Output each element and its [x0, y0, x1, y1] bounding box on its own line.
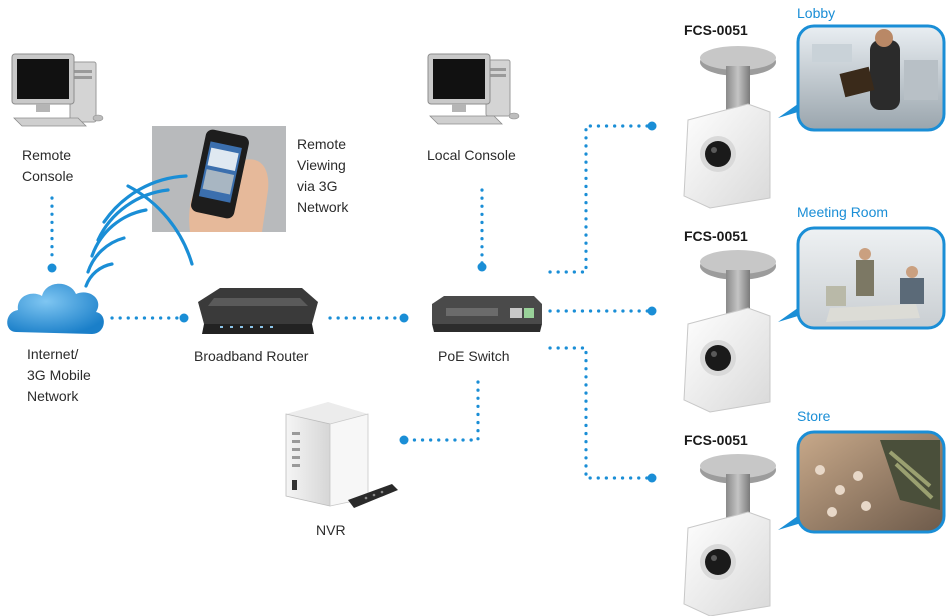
remote-console-label: Remote Console — [22, 147, 74, 184]
poe-switch-icon — [432, 296, 542, 332]
camera-2-location-label: Meeting Room — [797, 204, 889, 220]
meeting-room-preview-image — [778, 226, 946, 330]
link-switch-camera-1 — [548, 124, 654, 274]
camera-3-location-label: Store — [797, 408, 831, 424]
remote-console-computer-icon — [11, 53, 104, 127]
broadband-router-label: Broadband Router — [194, 348, 309, 364]
wireless-signal-icon — [84, 174, 194, 288]
nvr-label: NVR — [316, 522, 346, 538]
camera-1-location-label: Lobby — [797, 5, 836, 21]
camera-2-icon — [683, 250, 776, 413]
nvr-icon — [285, 402, 398, 508]
camera-1-icon — [683, 46, 776, 209]
camera-2-model-label: FCS-0051 — [684, 228, 748, 244]
camera-1-model-label: FCS-0051 — [684, 22, 748, 38]
connection-endpoints — [47, 121, 657, 483]
internet-cloud-icon — [7, 283, 104, 334]
local-console-label: Local Console — [427, 147, 516, 163]
poe-switch-label: PoE Switch — [438, 348, 510, 364]
link-switch-camera-3 — [548, 346, 654, 480]
camera-3-model-label: FCS-0051 — [684, 432, 748, 448]
internet-label: Internet/ 3G Mobile Network — [27, 346, 91, 404]
smartphone-photo-icon — [152, 126, 286, 232]
local-console-computer-icon — [427, 53, 520, 125]
lobby-preview-image — [778, 24, 946, 132]
camera-3-icon — [683, 454, 776, 616]
broadband-router-icon — [198, 288, 318, 334]
link-switch-nvr — [402, 380, 480, 442]
store-preview-image — [778, 430, 946, 534]
remote-viewing-label: Remote Viewing via 3G Network — [297, 136, 349, 215]
connection-lines — [50, 124, 654, 480]
